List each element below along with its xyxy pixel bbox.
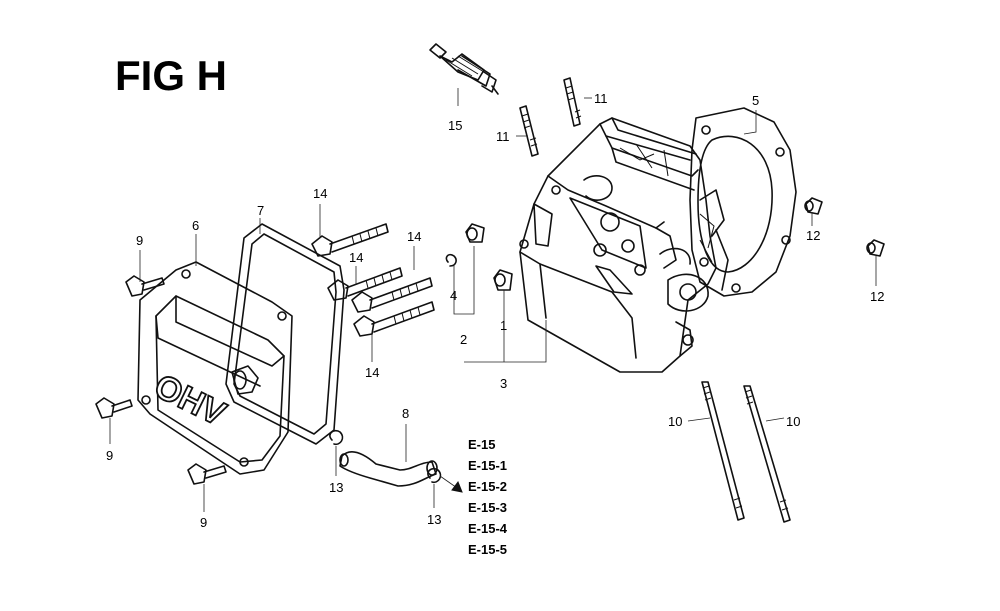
- push-rod-b: [743, 385, 791, 523]
- callout-6: 6: [192, 218, 199, 233]
- reference-e15: E-15: [468, 437, 495, 452]
- hose-clip-b: [427, 467, 442, 484]
- callout-4: 4: [450, 288, 457, 303]
- head-gasket: [689, 107, 797, 297]
- reference-e15-4: E-15-4: [468, 521, 508, 536]
- bolt-14-mid-a: [327, 267, 403, 301]
- callout-10-a: 10: [668, 414, 682, 429]
- callout-9-top: 9: [136, 233, 143, 248]
- callout-9-bottom: 9: [200, 515, 207, 530]
- reference-e15-1: E-15-1: [468, 458, 507, 473]
- callout-labels: 15 11 11 5 12 12 14 14 14 14 9 9 9 6 7 8…: [106, 91, 884, 530]
- callout-11-upper: 11: [594, 91, 608, 106]
- cover-gasket: [225, 223, 345, 445]
- stud-upper: [563, 77, 582, 127]
- spark-plug: [429, 43, 499, 95]
- callout-14-mid: 14: [349, 250, 363, 265]
- callout-13-b: 13: [427, 512, 441, 527]
- callout-5: 5: [752, 93, 759, 108]
- head-cover: OHV: [137, 261, 293, 475]
- callout-9-left: 9: [106, 448, 113, 463]
- push-rod-a: [701, 381, 745, 521]
- valve-clip: [445, 253, 457, 267]
- reference-arrow: [439, 475, 463, 493]
- callout-10-b: 10: [786, 414, 800, 429]
- callout-7: 7: [257, 203, 264, 218]
- callout-14-right: 14: [407, 229, 421, 244]
- hose-clip-a: [329, 429, 344, 446]
- dowel-pin-b: [866, 239, 885, 257]
- valve-seal-part-4: [465, 223, 485, 243]
- callout-3: 3: [500, 376, 507, 391]
- reference-e15-2: E-15-2: [468, 479, 507, 494]
- bolt-14-low: [353, 301, 435, 337]
- figure-title: FIG H: [115, 52, 227, 99]
- callout-13-a: 13: [329, 480, 343, 495]
- callout-15: 15: [448, 118, 462, 133]
- cover-ohv-lettering: OHV: [148, 367, 231, 434]
- stud-lower: [519, 105, 539, 157]
- reference-list: E-15 E-15-1 E-15-2 E-15-3 E-15-4 E-15-5: [468, 437, 508, 557]
- reference-e15-5: E-15-5: [468, 542, 507, 557]
- callout-1: 1: [500, 318, 507, 333]
- flange-bolt-9-top: [125, 275, 165, 297]
- callout-12-b: 12: [870, 289, 884, 304]
- valve-seal-part-1: [493, 269, 513, 291]
- leader-lines: [109, 88, 877, 512]
- callout-11-lower: 11: [496, 129, 510, 144]
- callout-14-top: 14: [313, 186, 327, 201]
- breather-tube: [339, 451, 438, 487]
- callout-14-bottom: 14: [365, 365, 379, 380]
- callout-12-a: 12: [806, 228, 820, 243]
- flange-bolt-9-bottom: [187, 463, 227, 485]
- callout-2: 2: [460, 332, 467, 347]
- dowel-pin-a: [804, 197, 823, 215]
- cylinder-head: [519, 117, 729, 373]
- reference-e15-3: E-15-3: [468, 500, 507, 515]
- flange-bolt-9-left: [95, 397, 133, 419]
- callout-8: 8: [402, 406, 409, 421]
- bolt-14-mid-b: [351, 277, 433, 313]
